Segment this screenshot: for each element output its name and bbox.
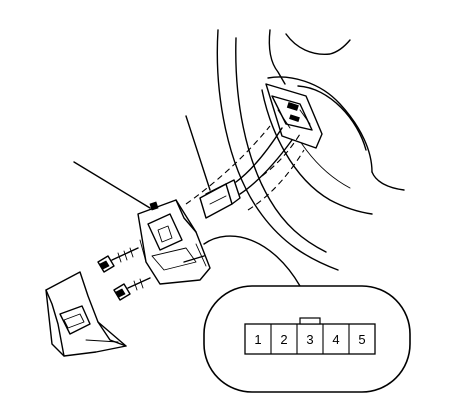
callout-leaders bbox=[73, 115, 211, 209]
pin-label-5: 5 bbox=[358, 332, 365, 347]
detail-leader bbox=[203, 235, 301, 287]
screw-lower bbox=[113, 277, 151, 301]
connector-lock-tab bbox=[299, 317, 321, 325]
column-switch-socket bbox=[265, 83, 323, 149]
alignment-lines bbox=[185, 125, 305, 211]
screw-upper bbox=[97, 247, 139, 273]
pin-label-4: 4 bbox=[332, 332, 339, 347]
connector-detail: 1 2 3 4 5 bbox=[203, 285, 411, 393]
harness-connector bbox=[199, 179, 241, 219]
steering-column-outline bbox=[216, 29, 405, 271]
pin-label-1: 1 bbox=[254, 332, 261, 347]
mounting-screws bbox=[97, 247, 151, 301]
connector-pin-block bbox=[244, 323, 376, 355]
switch-assembly bbox=[137, 199, 211, 285]
pin-cells: 1 2 3 4 5 bbox=[254, 324, 366, 354]
pin-label-3: 3 bbox=[306, 332, 313, 347]
column-cover bbox=[45, 271, 127, 357]
pin-label-2: 2 bbox=[280, 332, 287, 347]
